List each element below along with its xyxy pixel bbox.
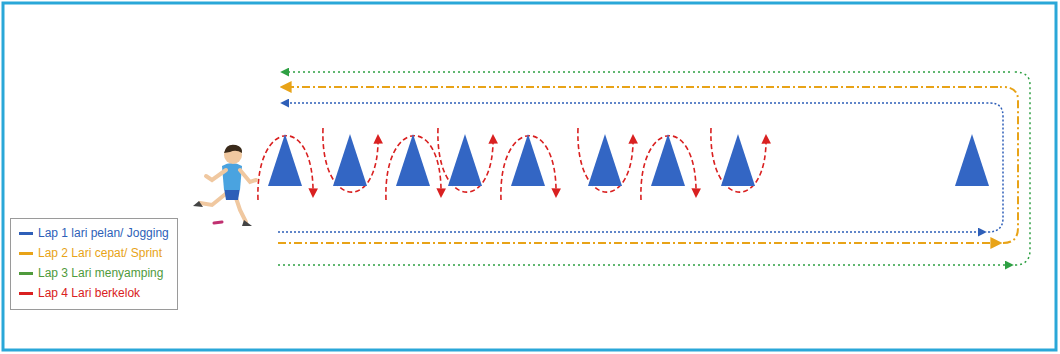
- cone: [511, 134, 545, 186]
- legend-row: Lap 2 Lari cepat/ Sprint: [19, 243, 169, 263]
- cone: [588, 134, 622, 186]
- legend-box: Lap 1 lari pelan/ JoggingLap 2 Lari cepa…: [10, 218, 178, 310]
- cone-group: [268, 134, 989, 186]
- lap-path: [1012, 72, 1030, 265]
- lap-path: [986, 103, 1003, 232]
- weave-arrow: [711, 128, 766, 192]
- cone: [721, 134, 755, 186]
- legend-text: Lap 3 Lari menyamping: [38, 266, 163, 280]
- legend-row: Lap 1 lari pelan/ Jogging: [19, 223, 169, 243]
- legend-text: Lap 4 Lari berkelok: [38, 286, 140, 300]
- cone: [268, 134, 302, 186]
- lap-path: [282, 86, 998, 88]
- legend-swatch: [19, 272, 33, 275]
- legend-text: Lap 1 lari pelan/ Jogging: [38, 226, 169, 240]
- cone: [396, 134, 430, 186]
- lap-path: [282, 71, 1010, 73]
- runner-figure: [193, 145, 256, 226]
- weave-arrow: [438, 128, 493, 192]
- legend-swatch: [19, 252, 33, 255]
- lap-path: [282, 102, 984, 104]
- cone: [448, 134, 482, 186]
- legend-row: Lap 3 Lari menyamping: [19, 263, 169, 283]
- cone: [651, 134, 685, 186]
- weave-path: [258, 128, 766, 200]
- legend-text: Lap 2 Lari cepat/ Sprint: [38, 246, 162, 260]
- lap-path: [278, 242, 1000, 244]
- legend-swatch: [19, 292, 33, 295]
- lap-path: [278, 264, 1012, 266]
- legend-swatch: [19, 232, 33, 235]
- weave-arrow: [578, 128, 633, 192]
- frame: [3, 3, 1056, 350]
- cone: [333, 134, 367, 186]
- lap-path: [278, 231, 985, 233]
- cone: [955, 134, 989, 186]
- legend-row: Lap 4 Lari berkelok: [19, 283, 169, 303]
- weave-arrow: [323, 128, 378, 192]
